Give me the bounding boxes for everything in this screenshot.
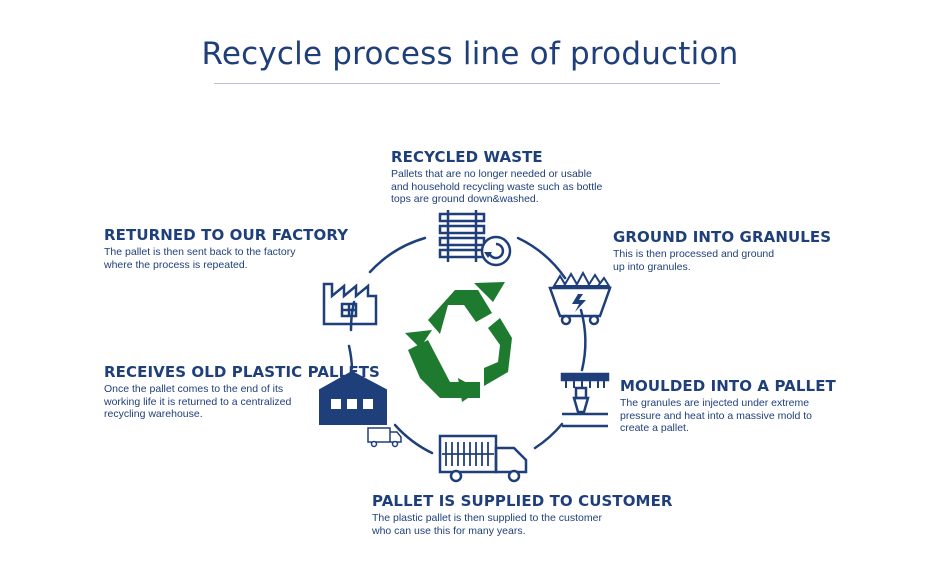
step-description: The plastic pallet is then supplied to t… (372, 512, 602, 537)
step-description: The pallet is then sent back to the fact… (104, 246, 296, 271)
pallet-stack-icon (438, 210, 512, 267)
step-heading: RECEIVES OLD PLASTIC PALLETS (104, 363, 380, 381)
granule-cart-icon (548, 270, 612, 326)
title-divider (214, 83, 720, 84)
small-truck-icon (367, 427, 402, 448)
warehouse-icon (319, 370, 402, 448)
step-description: Pallets that are no longer needed or usa… (391, 168, 603, 205)
step-heading: MOULDED INTO A PALLET (620, 377, 836, 395)
step-receives-old-pallets: RECEIVES OLD PLASTIC PALLETS Once the pa… (104, 363, 380, 421)
step-recycled-waste: RECYCLED WASTE Pallets that are no longe… (391, 148, 602, 206)
step-description: The granules are injected under extreme … (620, 397, 813, 434)
page-title: Recycle process line of production (201, 36, 739, 72)
step-heading: GROUND INTO GRANULES (613, 228, 832, 246)
step-description: Once the pallet comes to the end of its … (104, 383, 292, 420)
step-heading: RECYCLED WASTE (391, 148, 543, 166)
delivery-truck-icon (438, 434, 528, 483)
step-description: This is then processed and ground up int… (613, 248, 775, 273)
recycle-symbol-icon (405, 282, 512, 402)
step-heading: RETURNED TO OUR FACTORY (104, 226, 349, 244)
step-heading: PALLET IS SUPPLIED TO CUSTOMER (372, 492, 673, 510)
factory-icon (322, 282, 378, 326)
step-ground-into-granules: GROUND INTO GRANULES This is then proces… (613, 228, 831, 273)
step-moulded-into-pallet: MOULDED INTO A PALLET The granules are i… (620, 377, 836, 435)
injection-mold-icon (560, 372, 610, 428)
step-supplied-to-customer: PALLET IS SUPPLIED TO CUSTOMER The plast… (372, 492, 673, 537)
step-returned-to-factory: RETURNED TO OUR FACTORY The pallet is th… (104, 226, 348, 271)
cycle-ring (347, 236, 587, 455)
